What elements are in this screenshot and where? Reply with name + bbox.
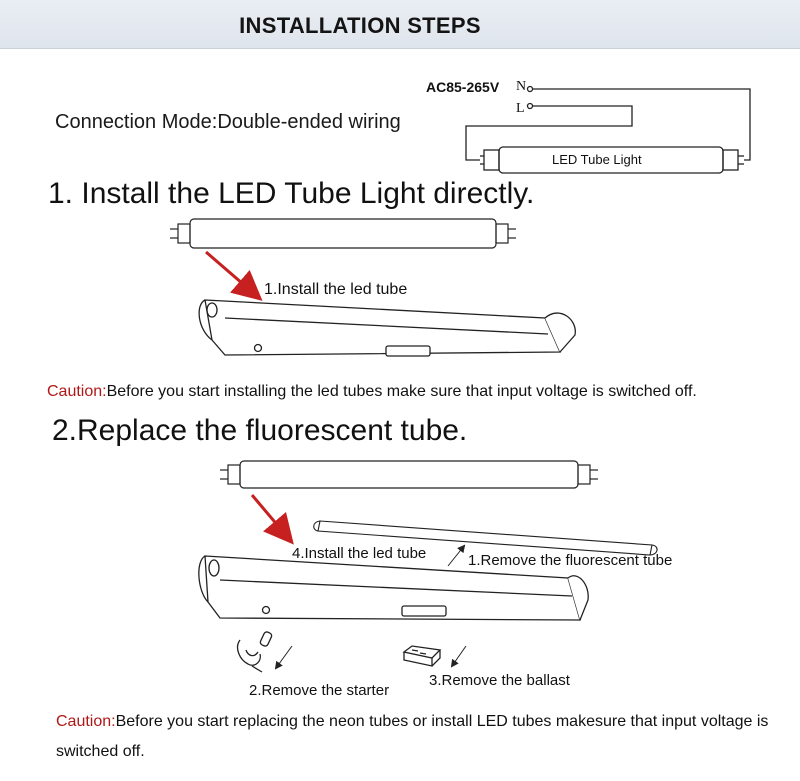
section1-title: 1. Install the LED Tube Light directly.: [48, 177, 535, 210]
remove-starter-label: 2.Remove the starter: [249, 682, 390, 699]
wiring-tube-label: LED Tube Light: [552, 152, 642, 167]
voltage-label: AC85-265V: [426, 79, 500, 95]
fixture-1: [198, 299, 576, 357]
caution-1-word: Caution:: [47, 383, 107, 400]
install-led-tube-label-2: 4.Install the led tube: [292, 545, 427, 562]
fixture-2: [198, 555, 589, 621]
live-terminal: [526, 102, 534, 110]
led-tube-1: [170, 218, 516, 249]
caution-1-text: Before you start installing the led tube…: [106, 383, 697, 400]
fluorescent-tube: [313, 520, 658, 556]
led-tube-2: [220, 460, 598, 489]
neutral-terminal: [526, 85, 534, 93]
live-wire: [465, 105, 633, 161]
live-label: L: [516, 101, 525, 116]
install-arrow-1: [205, 250, 263, 301]
remove-ballast-arrow: [450, 645, 467, 668]
caution-2-word: Caution:: [56, 713, 116, 730]
caution-2: Caution:Before you start replacing the n…: [56, 707, 776, 767]
remove-fluorescent-label: 1.Remove the fluorescent tube: [468, 552, 673, 569]
install-arrow-2: [250, 494, 294, 545]
ballast-icon: [402, 645, 442, 667]
connection-mode-text: Connection Mode:Double-ended wiring: [55, 111, 401, 133]
wiring-diagram: [465, 85, 751, 174]
starter-icon: [236, 631, 273, 673]
section2-title: 2.Replace the fluorescent tube.: [52, 414, 468, 447]
wiring-tube-cap-right: [722, 149, 739, 171]
neutral-wire: [533, 88, 751, 161]
caution-2-text: Before you start replacing the neon tube…: [56, 713, 769, 760]
header-bar: INSTALLATION STEPS: [0, 0, 800, 49]
remove-ballast-label: 3.Remove the ballast: [429, 672, 570, 689]
wiring-tube-cap-left: [483, 149, 500, 171]
caution-1: Caution:Before you start installing the …: [47, 377, 697, 407]
page-title: INSTALLATION STEPS: [239, 13, 481, 38]
install-led-tube-label: 1.Install the led tube: [264, 281, 408, 298]
remove-tube-arrow: [447, 544, 466, 567]
remove-starter-arrow: [274, 645, 293, 670]
neutral-label: N: [516, 79, 527, 94]
